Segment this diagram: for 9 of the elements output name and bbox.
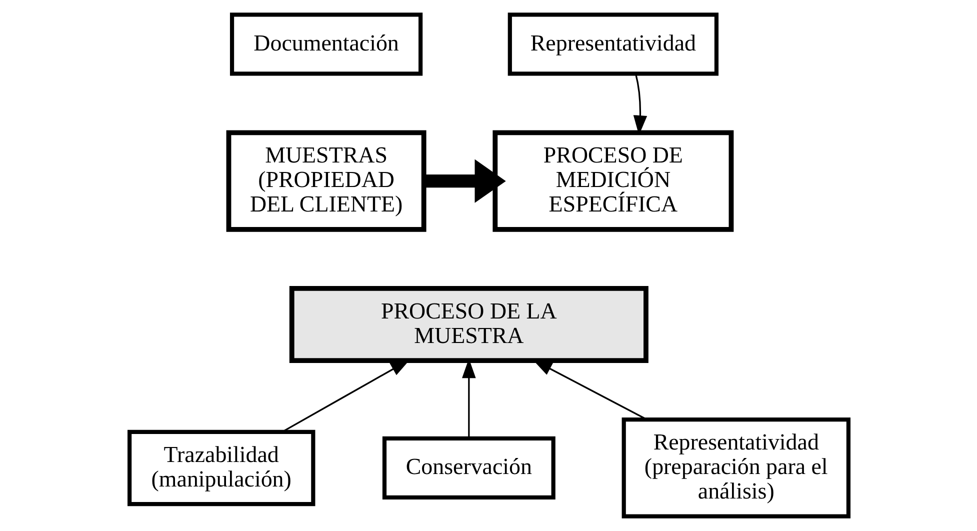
node-box: Representatividad (507, 12, 718, 76)
node-box: Trazabilidad (manipulación) (127, 430, 315, 506)
node-box: PROCESO DE LA MUESTRA (288, 286, 648, 364)
arrow (424, 159, 506, 203)
node-box: Conservación (382, 436, 555, 500)
node-box: Documentación (229, 12, 422, 76)
node-box: Representatividad (preparación para el análisis) (621, 418, 850, 518)
node-box: MUESTRAS (PROPIEDAD DEL CLIENTE) (226, 130, 426, 232)
node-box: PROCESO DE MEDICIÓN ESPECÍFICA (492, 130, 734, 232)
